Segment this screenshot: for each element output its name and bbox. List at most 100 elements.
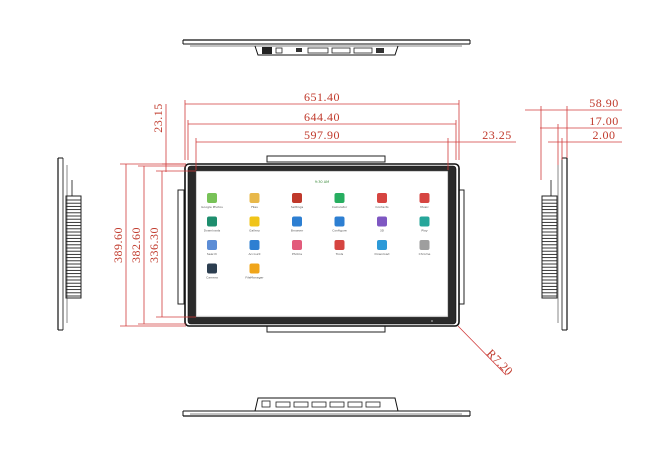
file-manager-icon <box>249 263 260 274</box>
left-mount-bracket <box>177 189 185 305</box>
photos-icon <box>292 240 302 250</box>
port-icon <box>365 401 381 408</box>
app-label: Configure <box>332 229 347 233</box>
dim-bezel-width: 644.40 <box>304 110 340 124</box>
dim-top-offset: 23.15 <box>151 103 165 133</box>
dim-depth-bezel: 17.00 <box>589 114 619 128</box>
app-icon-3[interactable]: Calculator <box>332 193 348 209</box>
heatsink <box>65 195 82 299</box>
app-label: Download <box>375 252 390 256</box>
right-side-view <box>541 157 568 331</box>
port-icon <box>329 401 345 408</box>
dim-bezel-height: 382.60 <box>129 227 143 263</box>
status-text: 9:30 AM <box>315 180 329 184</box>
dim-active-width: 597.90 <box>304 128 340 142</box>
dim-overall-height: 389.60 <box>111 227 125 263</box>
app-label: Tools <box>335 252 344 256</box>
cog-icon <box>334 216 345 227</box>
top-view <box>182 39 471 56</box>
app-icon-2[interactable]: Settings <box>291 193 304 209</box>
app-icon-10[interactable]: 3D <box>377 216 387 233</box>
dc-port-icon <box>262 47 272 54</box>
app-label: Calculator <box>332 205 348 209</box>
vga-port-icon <box>307 47 329 54</box>
dim-corner-radius: R7.20 <box>484 346 516 378</box>
app-grid: Google Photos Files Settings Calculator Cont… <box>201 193 431 280</box>
dim-depth-total: 58.90 <box>589 96 619 110</box>
app-icon-12[interactable]: Search <box>207 240 217 256</box>
downloads-icon <box>207 216 217 227</box>
app-icon-9[interactable]: Configure <box>332 216 347 233</box>
app-icon-11[interactable]: Play <box>419 216 430 233</box>
pinwheel-icon <box>207 193 217 203</box>
port-icon <box>275 47 283 54</box>
usb-port-icon <box>296 48 302 52</box>
app-label: Chrome <box>419 252 431 256</box>
calculator-icon <box>334 193 345 203</box>
app-label: Account <box>248 252 261 256</box>
download-arrow-icon <box>377 240 387 250</box>
app-label: Browser <box>291 229 304 233</box>
port-icon <box>311 401 327 408</box>
settings-gear-icon <box>292 193 302 203</box>
front-view: 9:30 AM Google Photos Files Settings Calcul… <box>177 155 465 333</box>
port-icon <box>347 401 363 408</box>
camera-icon <box>207 263 217 274</box>
app-icon-8[interactable]: Browser <box>291 216 304 233</box>
display-screen <box>195 170 449 318</box>
chrome-icon <box>419 240 430 250</box>
dim-overall-width: 651.40 <box>304 90 340 104</box>
app-label: Play <box>421 229 427 233</box>
app-label: Gallery <box>249 229 260 233</box>
app-icon-17[interactable]: Chrome <box>419 240 431 256</box>
app-label: Files <box>251 205 258 209</box>
toolbox-icon <box>334 240 345 250</box>
magnifier-icon <box>207 240 217 250</box>
app-label: Downloads <box>204 229 221 233</box>
app-label: Google Photos <box>201 205 223 209</box>
dim-side-offset: 23.25 <box>482 128 512 142</box>
bottom-mount-bracket <box>266 325 386 333</box>
app-icon-15[interactable]: Tools <box>334 240 345 256</box>
play-icon <box>419 216 430 227</box>
app-icon-19[interactable]: FileManager <box>245 263 264 280</box>
top-mount-bracket <box>266 155 386 163</box>
dim-depth-front: 2.00 <box>593 128 616 142</box>
app-label: Camera <box>206 276 218 280</box>
app-icon-16[interactable]: Download <box>375 240 390 256</box>
dvi-port-icon <box>353 47 373 54</box>
contact-icon <box>377 193 387 203</box>
port-icon <box>275 401 291 408</box>
cube-icon <box>377 216 387 227</box>
app-icon-13[interactable]: Account <box>248 240 261 256</box>
globe-icon <box>292 216 302 227</box>
app-icon-14[interactable]: Photos <box>292 240 303 256</box>
record-icon <box>419 193 430 203</box>
person-icon <box>249 240 260 250</box>
power-led-icon <box>431 320 433 322</box>
left-side-view <box>57 157 82 331</box>
app-icon-5[interactable]: Music <box>419 193 430 209</box>
app-icon-7[interactable]: Gallery <box>249 216 260 233</box>
app-icon-18[interactable]: Camera <box>206 263 218 280</box>
app-label: Photos <box>292 252 303 256</box>
app-icon-4[interactable]: Contacts <box>375 193 389 209</box>
rj45-port-icon <box>376 48 384 53</box>
bottom-view <box>182 397 471 417</box>
app-label: Search <box>207 252 217 256</box>
app-icon-1[interactable]: Files <box>249 193 260 209</box>
app-icon-6[interactable]: Downloads <box>204 216 221 233</box>
app-label: Music <box>420 205 429 209</box>
port-icon <box>293 401 309 408</box>
hdmi-port-icon <box>331 47 351 54</box>
port-icon <box>261 400 271 408</box>
app-label: Contacts <box>375 205 389 209</box>
gallery-icon <box>249 216 260 227</box>
heatsink <box>541 195 558 299</box>
app-label: Settings <box>291 205 304 209</box>
folder-icon <box>249 193 260 203</box>
app-label: 3D <box>380 229 385 233</box>
app-label: FileManager <box>245 276 264 280</box>
app-icon-0[interactable]: Google Photos <box>201 193 223 209</box>
